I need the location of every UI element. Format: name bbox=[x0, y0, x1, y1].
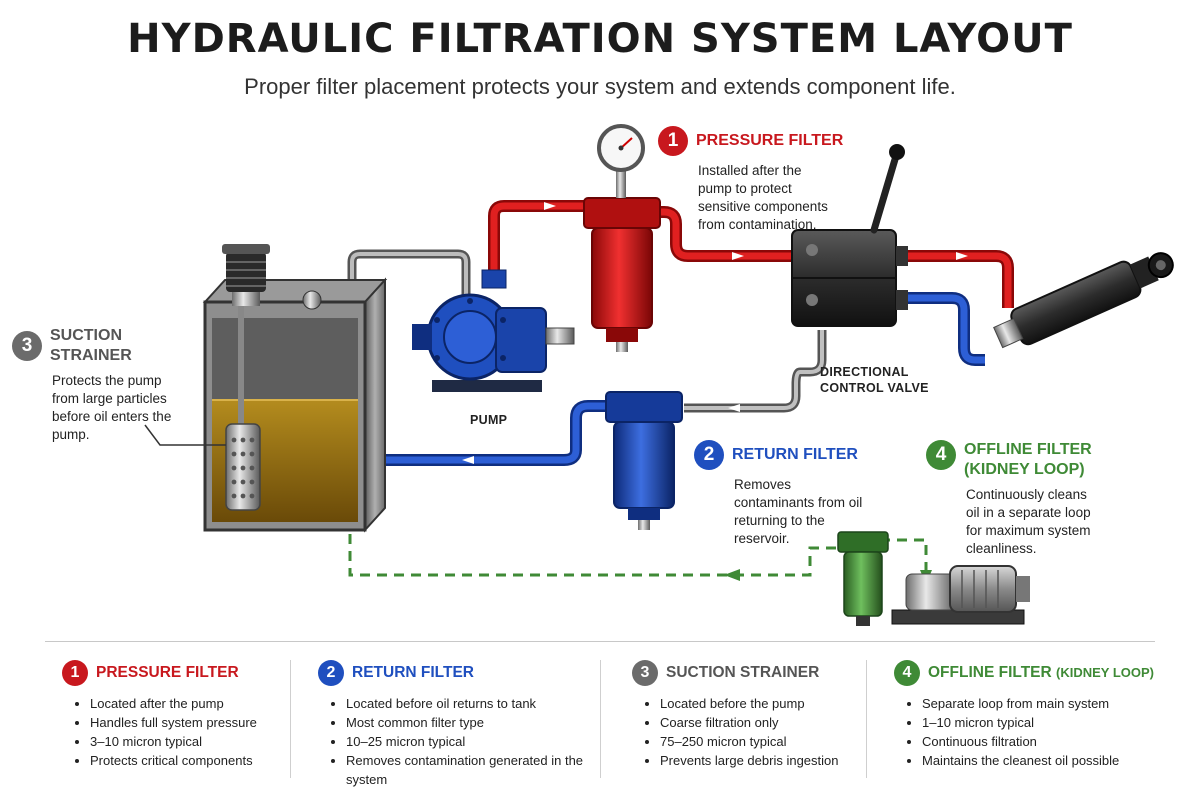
offline-filter-unit bbox=[837, 531, 1030, 626]
offline-loop-path bbox=[348, 500, 848, 577]
legend-title: PRESSURE FILTER bbox=[96, 664, 239, 681]
callout-title: RETURN FILTER bbox=[732, 446, 858, 463]
number-badge: 2 bbox=[318, 660, 344, 686]
pressure-filter bbox=[583, 124, 661, 352]
legend-list: Located before the pump Coarse filtratio… bbox=[632, 694, 852, 770]
pump-label: PUMP bbox=[470, 413, 508, 427]
legend-subtitle: (KIDNEY LOOP) bbox=[1056, 665, 1155, 680]
flow-arrow-icon bbox=[732, 252, 744, 260]
list-item: Separate loop from main system bbox=[922, 694, 1184, 713]
flow-arrow-icon bbox=[956, 252, 968, 260]
divider bbox=[45, 641, 1155, 642]
column-separator bbox=[866, 660, 867, 778]
valve-label: DIRECTIONAL CONTROL VALVE bbox=[820, 365, 929, 395]
legend-title: SUCTION STRAINER bbox=[666, 664, 820, 681]
callout-title: SUCTION STRAINER bbox=[50, 327, 132, 364]
reservoir-tank bbox=[202, 244, 388, 533]
legend-list: Located before oil returns to tank Most … bbox=[318, 694, 588, 789]
callout-body: Continuously cleans oil in a separate lo… bbox=[966, 487, 1091, 556]
legend-list: Separate loop from main system 1–10 micr… bbox=[894, 694, 1184, 770]
legend-return-filter: 2 RETURN FILTER Located before oil retur… bbox=[318, 660, 588, 789]
flow-arrow-icon bbox=[728, 404, 740, 412]
number-badge: 4 bbox=[926, 440, 956, 470]
list-item: 1–10 micron typical bbox=[922, 713, 1184, 732]
list-item: 10–25 micron typical bbox=[346, 732, 588, 751]
hydraulic-cylinder bbox=[993, 252, 1174, 349]
page-title: HYDRAULIC FILTRATION SYSTEM LAYOUT bbox=[127, 16, 1073, 62]
list-item: Handles full system pressure bbox=[90, 713, 282, 732]
column-separator bbox=[290, 660, 291, 778]
callout-body: Installed after the pump to protect sens… bbox=[698, 163, 828, 232]
callout-title: OFFLINE FILTER (KIDNEY LOOP) bbox=[964, 441, 1092, 478]
list-item: Located before the pump bbox=[660, 694, 852, 713]
number-badge: 2 bbox=[694, 440, 724, 470]
list-item: Most common filter type bbox=[346, 713, 588, 732]
legend-offline-filter: 4 OFFLINE FILTER (KIDNEY LOOP) Separate … bbox=[894, 660, 1184, 770]
number-badge: 3 bbox=[12, 331, 42, 361]
number-badge: 3 bbox=[632, 660, 658, 686]
callout-suction-strainer: 3 SUCTION STRAINER Protects the pump fro… bbox=[12, 326, 202, 444]
flow-arrow-icon bbox=[544, 202, 556, 210]
list-item: Protects critical components bbox=[90, 751, 282, 770]
number-badge: 1 bbox=[658, 126, 688, 156]
callout-body: Removes contaminants from oil returning … bbox=[734, 477, 863, 546]
legend-list: Located after the pump Handles full syst… bbox=[62, 694, 282, 770]
pressure-pipe bbox=[488, 200, 592, 280]
callout-pressure-filter: 1 PRESSURE FILTER Installed after the pu… bbox=[658, 126, 858, 234]
list-item: Located after the pump bbox=[90, 694, 282, 713]
flow-arrow-icon bbox=[462, 456, 474, 464]
directional-control-valve bbox=[791, 144, 908, 327]
list-item: Located before oil returns to tank bbox=[346, 694, 588, 713]
flow-arrow-icon bbox=[724, 569, 740, 581]
callout-offline-filter: 4 OFFLINE FILTER (KIDNEY LOOP) Continuou… bbox=[926, 440, 1106, 558]
return-filter bbox=[605, 391, 683, 530]
column-separator bbox=[600, 660, 601, 778]
legend-title: RETURN FILTER bbox=[352, 664, 474, 681]
list-item: Prevents large debris ingestion bbox=[660, 751, 852, 770]
pump bbox=[412, 269, 575, 392]
list-item: Continuous filtration bbox=[922, 732, 1184, 751]
callout-body: Protects the pump from large particles b… bbox=[52, 373, 172, 442]
legend-title: OFFLINE FILTER bbox=[928, 664, 1052, 681]
callout-return-filter: 2 RETURN FILTER Removes contaminants fro… bbox=[694, 440, 884, 548]
list-item: 75–250 micron typical bbox=[660, 732, 852, 751]
number-badge: 4 bbox=[894, 660, 920, 686]
legend-suction-strainer: 3 SUCTION STRAINER Located before the pu… bbox=[632, 660, 852, 770]
list-item: Maintains the cleanest oil possible bbox=[922, 751, 1184, 770]
list-item: Removes contamination generated in the s… bbox=[346, 751, 588, 789]
page-subtitle: Proper filter placement protects your sy… bbox=[244, 74, 956, 99]
callout-title: PRESSURE FILTER bbox=[696, 132, 844, 149]
system-diagram bbox=[144, 124, 1174, 626]
list-item: Coarse filtration only bbox=[660, 713, 852, 732]
number-badge: 1 bbox=[62, 660, 88, 686]
legend-pressure-filter: 1 PRESSURE FILTER Located after the pump… bbox=[62, 660, 282, 770]
list-item: 3–10 micron typical bbox=[90, 732, 282, 751]
